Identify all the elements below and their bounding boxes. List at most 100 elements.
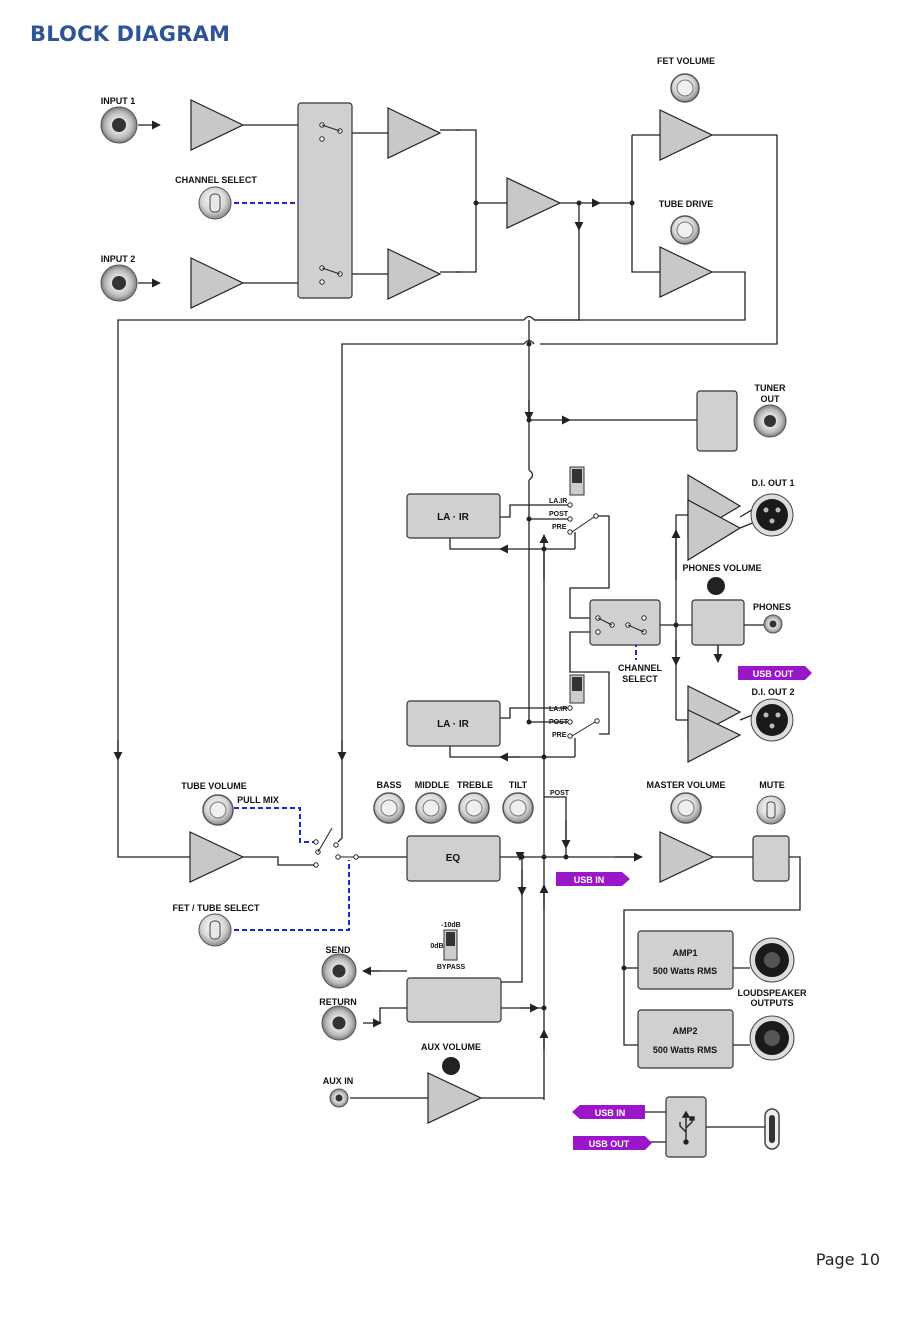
return-jack-icon bbox=[321, 1005, 357, 1041]
loudspeaker-outputs-label: OUTPUTS bbox=[750, 998, 793, 1008]
amp1-label: AMP1 bbox=[672, 948, 697, 958]
middle-knob[interactable] bbox=[415, 792, 447, 824]
tube-drive-knob[interactable] bbox=[670, 215, 700, 245]
tuner-label: TUNER bbox=[755, 383, 786, 393]
pad-minus10-label: -10dB bbox=[441, 922, 460, 929]
usb-out-tag-text-interface: USB OUT bbox=[589, 1139, 630, 1149]
usb-in-tag-interface bbox=[572, 1105, 645, 1119]
la-ir-block-top bbox=[406, 493, 501, 539]
master-volume-label: MASTER VOLUME bbox=[646, 780, 725, 790]
prepost-bottom-slide-switch-icon[interactable] bbox=[569, 674, 585, 704]
channel-select-2a-label: CHANNEL bbox=[618, 663, 663, 673]
knobs bbox=[202, 73, 725, 1075]
tube-volume-label: TUBE VOLUME bbox=[181, 781, 247, 791]
bass-knob[interactable] bbox=[373, 792, 405, 824]
input2-jack-icon bbox=[100, 264, 138, 302]
pad-bypass-label: BYPASS bbox=[437, 964, 466, 971]
prepost-top-slide-switch-icon[interactable] bbox=[569, 466, 585, 496]
di-out2-xlr-icon bbox=[750, 698, 794, 742]
input1-preamp bbox=[190, 99, 245, 151]
usb-out-tag-phones bbox=[738, 666, 812, 680]
input2-preamp bbox=[190, 257, 245, 309]
page-number: Page 10 bbox=[815, 1250, 880, 1269]
tilt-knob[interactable] bbox=[502, 792, 534, 824]
di-out2-label: D.I. OUT 2 bbox=[751, 687, 794, 697]
la-ir-top-label: LA · IR bbox=[437, 512, 470, 523]
summing-amp bbox=[506, 177, 562, 229]
usb-in-tag-text-interface: USB IN bbox=[595, 1108, 626, 1118]
tuner-out-label: OUT bbox=[761, 394, 781, 404]
sw-la-ir-top: LA.IR bbox=[549, 498, 567, 505]
amplifier-stages bbox=[189, 99, 742, 1124]
channel2-amp bbox=[387, 248, 442, 300]
phones-volume-label: PHONES VOLUME bbox=[682, 563, 761, 573]
di-out2-amp-b bbox=[687, 709, 742, 763]
sw-pre-top: PRE bbox=[552, 524, 567, 531]
channel-switch-panel bbox=[297, 102, 353, 299]
master-volume-knob[interactable] bbox=[670, 792, 702, 824]
tube-volume-knob[interactable] bbox=[202, 794, 234, 826]
mute-label: MUTE bbox=[759, 780, 785, 790]
return-label: RETURN bbox=[319, 997, 357, 1007]
treble-knob[interactable] bbox=[458, 792, 490, 824]
usb-tags bbox=[556, 666, 812, 1150]
phones-jack-icon bbox=[763, 614, 783, 634]
aux-volume-label: AUX VOLUME bbox=[421, 1042, 481, 1052]
send-jack-icon bbox=[321, 953, 357, 989]
fet-volume-label: FET VOLUME bbox=[657, 56, 715, 66]
effects-loop-block bbox=[406, 977, 502, 1023]
usb-out-tag-interface bbox=[573, 1136, 652, 1150]
eq-block bbox=[406, 835, 501, 882]
phones-amp-block bbox=[691, 599, 745, 646]
usb-symbol-icon bbox=[679, 1110, 695, 1145]
phones-volume-knob[interactable] bbox=[707, 577, 725, 595]
usb-in-tag-text-main: USB IN bbox=[574, 875, 605, 885]
loudspeaker-label: LOUDSPEAKER bbox=[737, 988, 807, 998]
sw-post-top: POST bbox=[549, 511, 569, 518]
channel-select-toggle-icon[interactable] bbox=[198, 186, 232, 220]
fet-tube-select-label: FET / TUBE SELECT bbox=[172, 903, 260, 913]
fet-tube-select-toggle-icon[interactable] bbox=[198, 913, 232, 947]
fet-volume-knob[interactable] bbox=[670, 73, 700, 103]
tuner-out-jack-icon bbox=[753, 404, 787, 438]
send-label: SEND bbox=[325, 945, 351, 955]
aux-volume-knob[interactable] bbox=[442, 1057, 460, 1075]
channel1-amp bbox=[387, 107, 442, 159]
mute-block bbox=[752, 835, 790, 882]
channel-switch-contacts bbox=[319, 122, 343, 285]
sw-la-ir-bottom: LA.IR bbox=[549, 706, 567, 713]
di-out1-amp-b bbox=[687, 498, 742, 562]
amp1-block bbox=[637, 930, 734, 990]
amp2-block bbox=[637, 1009, 734, 1069]
post-tap-label: POST bbox=[550, 790, 570, 797]
junction-dots bbox=[473, 200, 679, 1011]
usb-in-tag-main bbox=[556, 872, 630, 886]
signal-wires bbox=[113, 120, 801, 1143]
di-out1-label: D.I. OUT 1 bbox=[751, 478, 794, 488]
aux-in-label: AUX IN bbox=[323, 1076, 354, 1086]
fet-amp bbox=[659, 109, 714, 161]
middle-label: MIDDLE bbox=[415, 780, 450, 790]
bass-label: BASS bbox=[376, 780, 401, 790]
treble-label: TREBLE bbox=[457, 780, 493, 790]
sw-post-bottom: POST bbox=[549, 719, 569, 726]
tuner-block bbox=[696, 390, 738, 452]
usb-out-tag-text-1: USB OUT bbox=[753, 669, 794, 679]
pad-slide-switch-icon[interactable] bbox=[443, 929, 458, 961]
pull-mix-label: PULL MIX bbox=[237, 795, 279, 805]
speakon2-icon bbox=[749, 1015, 795, 1061]
master-amp bbox=[659, 831, 715, 883]
pad-0db-label: 0dB bbox=[430, 943, 443, 950]
sw-pre-bottom: PRE bbox=[552, 732, 567, 739]
toggle-switches bbox=[198, 186, 786, 961]
input1-label: INPUT 1 bbox=[101, 96, 136, 106]
mute-toggle-icon[interactable] bbox=[756, 795, 786, 825]
prepost-contacts bbox=[313, 502, 600, 868]
jacks bbox=[100, 106, 795, 1150]
eq-label: EQ bbox=[446, 853, 461, 864]
tube-drive-label: TUBE DRIVE bbox=[659, 199, 714, 209]
input1-jack-icon bbox=[100, 106, 138, 144]
page-title: BLOCK DIAGRAM bbox=[30, 22, 231, 46]
channel-select-2b-label: SELECT bbox=[622, 674, 658, 684]
